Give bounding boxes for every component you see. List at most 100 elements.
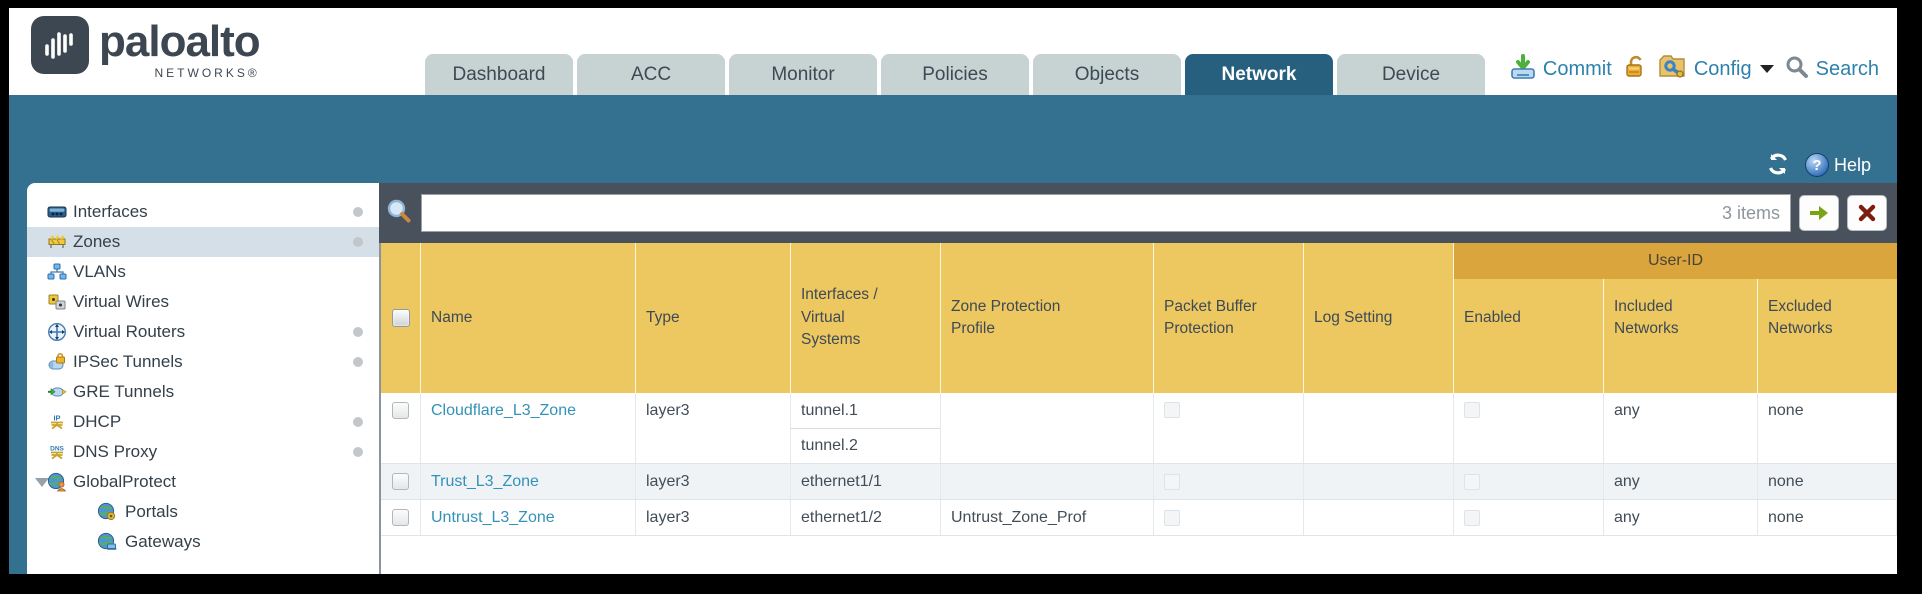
packet-buffer-protection-checkbox[interactable] (1164, 509, 1180, 526)
row-select-cell (381, 464, 421, 499)
log-setting-cell (1304, 464, 1454, 499)
sidebar-item-label: Portals (125, 502, 178, 521)
tab-dashboard[interactable]: Dashboard (425, 54, 573, 95)
zone-name-link[interactable]: Cloudflare_L3_Zone (431, 402, 576, 419)
status-dot (353, 207, 363, 217)
sidebar-item-vlans[interactable]: VLANs (27, 257, 379, 287)
packet-buffer-protection-checkbox[interactable] (1164, 402, 1180, 418)
tab-objects[interactable]: Objects (1033, 54, 1181, 95)
sidebar-item-globalprotect[interactable]: GlobalProtect (27, 467, 379, 497)
top-actions: Commit (1509, 53, 1879, 85)
logo-networks-text: NETWORKS® (154, 66, 260, 80)
log-setting-cell (1304, 393, 1454, 463)
virtual-routers-icon (47, 322, 67, 342)
tab-policies[interactable]: Policies (881, 54, 1029, 95)
interfaces-cell: ethernet1/1 (791, 464, 941, 499)
tab-device[interactable]: Device (1337, 54, 1485, 95)
sidebar-item-interfaces[interactable]: Interfaces (27, 197, 379, 227)
column-header-type[interactable]: Type (636, 243, 791, 393)
sidebar-item-virtual-routers[interactable]: Virtual Routers (27, 317, 379, 347)
zone-name-cell: Cloudflare_L3_Zone (421, 393, 636, 463)
sidebar-item-label: DHCP (73, 412, 122, 431)
virtual-wires-icon (47, 292, 67, 312)
packet-buffer-protection-checkbox[interactable] (1164, 473, 1180, 490)
column-header-select[interactable] (381, 243, 421, 393)
help-button[interactable]: ? Help (1804, 153, 1871, 177)
sidebar-item-zones[interactable]: Zones (27, 227, 379, 257)
zone-name-cell: Untrust_L3_Zone (421, 500, 636, 535)
search-button[interactable]: Search (1784, 54, 1879, 85)
user-id-group-header: User-ID (1454, 243, 1897, 279)
column-header-included-networks[interactable]: Included Networks (1604, 243, 1758, 393)
zone-name-link[interactable]: Trust_L3_Zone (431, 472, 539, 490)
tab-monitor[interactable]: Monitor (729, 54, 877, 95)
tab-acc[interactable]: ACC (577, 54, 725, 95)
row-checkbox[interactable] (392, 473, 409, 490)
user-id-enabled-checkbox[interactable] (1464, 473, 1480, 490)
tab-network[interactable]: Network (1185, 54, 1333, 95)
column-header-log-setting[interactable]: Log Setting (1304, 243, 1454, 393)
zone-protection-profile-cell (941, 464, 1154, 499)
items-count: 3 items (1721, 202, 1780, 223)
sidebar-item-gre-tunnels[interactable]: GRE Tunnels (27, 377, 379, 407)
sidebar-item-portals[interactable]: Portals (27, 497, 379, 527)
zone-protection-profile-cell (941, 393, 1154, 463)
column-header-label: Zone Protection Profile (951, 297, 1061, 337)
zone-name-link[interactable]: Untrust_L3_Zone (431, 508, 555, 526)
chevron-down-icon (1759, 65, 1774, 73)
row-checkbox[interactable] (392, 509, 409, 526)
user-id-enabled-checkbox[interactable] (1464, 509, 1480, 526)
column-header-label: Included Networks (1614, 297, 1679, 337)
context-band: ? Help (9, 95, 1897, 183)
packet-buffer-protection-cell (1154, 464, 1304, 499)
refresh-button[interactable] (1765, 151, 1791, 177)
select-all-checkbox[interactable] (391, 309, 410, 327)
sidebar-item-label: VLANs (73, 262, 126, 281)
interfaces-icon (47, 202, 67, 222)
red-x-icon (1858, 204, 1876, 222)
config-menu-button[interactable]: Config (1658, 53, 1774, 85)
user-id-enabled-cell (1454, 500, 1604, 535)
sidebar-item-gateways[interactable]: Gateways (27, 527, 379, 557)
included-networks-cell: any (1604, 500, 1758, 535)
filter-input[interactable] (432, 195, 1714, 231)
svg-text:IP: IP (53, 414, 60, 423)
commit-button[interactable]: Commit (1509, 53, 1612, 85)
column-header-excluded-networks[interactable]: Excluded Networks (1758, 243, 1897, 393)
sidebar-item-label: Zones (73, 232, 121, 251)
sidebar-item-ipsec-tunnels[interactable]: IPSec Tunnels (27, 347, 379, 377)
zone-protection-profile-cell: Untrust_Zone_Prof (941, 500, 1154, 535)
sidebar-item-dhcp[interactable]: IP DHCP (27, 407, 379, 437)
row-select-cell (381, 393, 421, 463)
zone-type-cell: layer3 (636, 393, 791, 463)
globalprotect-icon (47, 472, 67, 492)
column-header-packet-buffer-protection[interactable]: Packet Buffer Protection (1154, 243, 1304, 393)
lock-button[interactable] (1622, 54, 1648, 85)
user-id-enabled-checkbox[interactable] (1464, 402, 1480, 418)
zone-type-cell: layer3 (636, 464, 791, 499)
column-header-interfaces-virtual-systems[interactable]: Interfaces / Virtual Systems (791, 243, 941, 393)
status-dot (353, 357, 363, 367)
logo-brand-text: paloalto (99, 17, 261, 66)
dns-proxy-icon: DNS (47, 442, 67, 462)
green-arrow-icon (1810, 206, 1828, 220)
sidebar-item-virtual-wires[interactable]: Virtual Wires (27, 287, 379, 317)
clear-filter-button[interactable] (1847, 195, 1887, 231)
column-header-enabled[interactable]: Enabled (1454, 243, 1604, 393)
column-header-label: Log Setting (1314, 308, 1393, 326)
expander-triangle-icon[interactable] (35, 477, 49, 487)
apply-filter-button[interactable] (1799, 195, 1839, 231)
column-header-name[interactable]: Name (421, 243, 636, 393)
column-header-zone-protection-profile[interactable]: Zone Protection Profile (941, 243, 1154, 393)
interface-entry: tunnel.2 (791, 428, 940, 463)
status-dot (353, 447, 363, 457)
zone-name-cell: Trust_L3_Zone (421, 464, 636, 499)
zones-icon (47, 232, 67, 252)
row-checkbox[interactable] (392, 402, 409, 419)
